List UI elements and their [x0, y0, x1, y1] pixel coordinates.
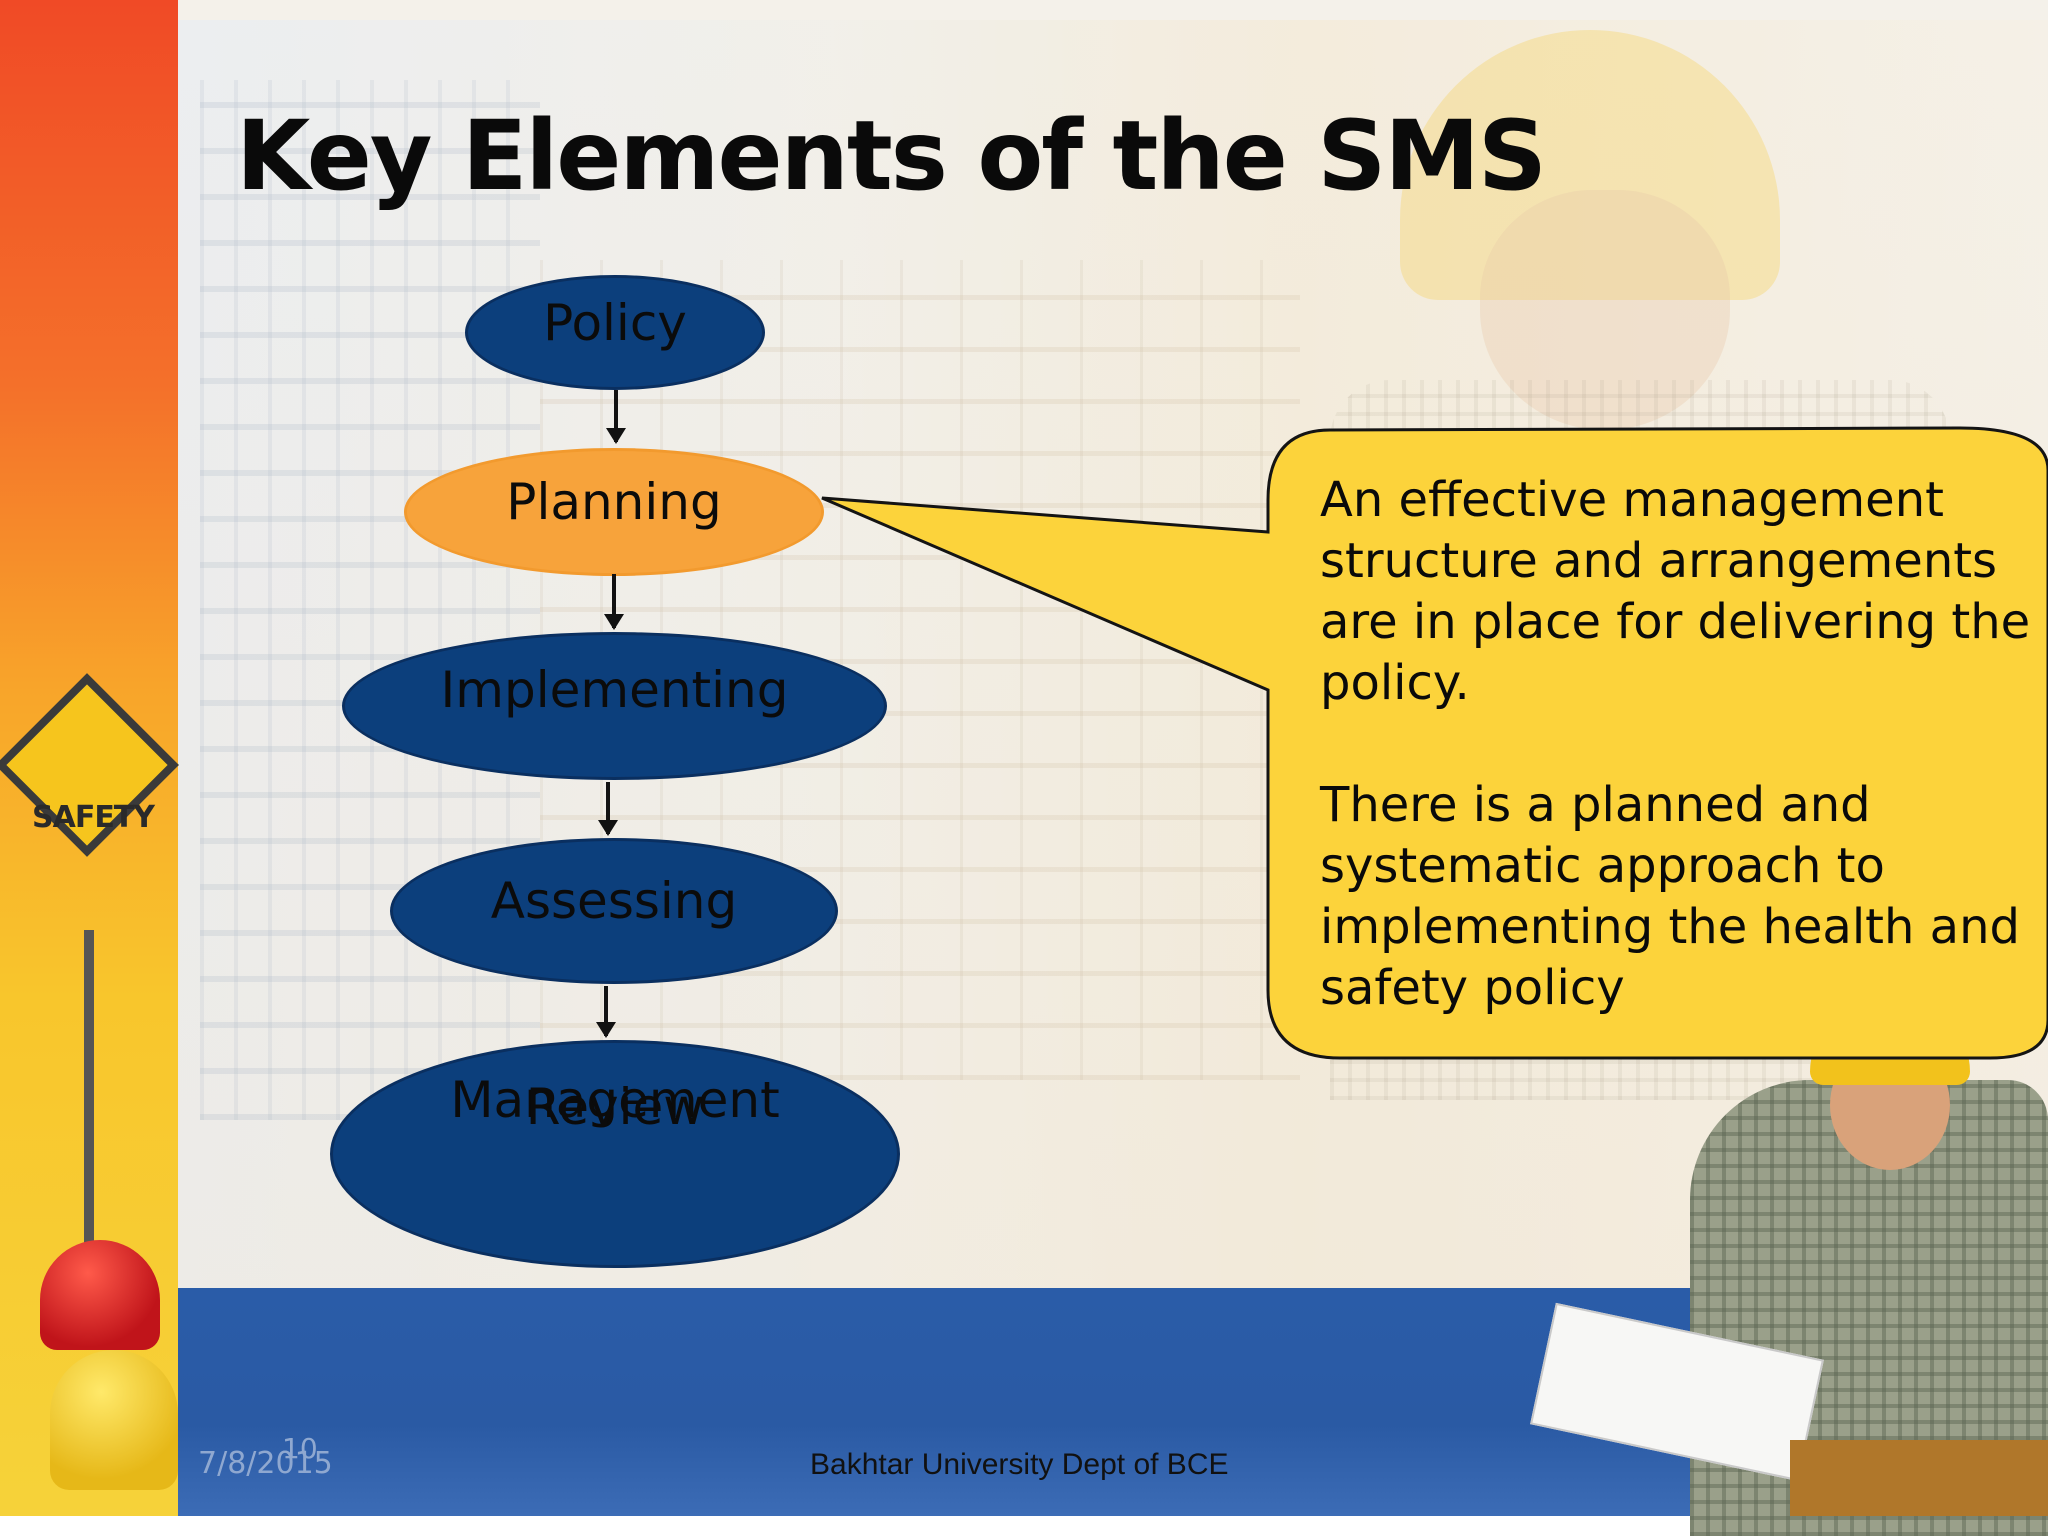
review-line-1: Management — [450, 1070, 780, 1129]
flow-step-label: Planning — [506, 473, 722, 532]
slide-title: Key Elements of the SMS — [236, 100, 1547, 212]
review-line-2: Review — [525, 1078, 705, 1136]
callout-paragraph-1: An effective management structure and ar… — [1320, 472, 2031, 711]
down-arrow-icon — [598, 782, 618, 836]
red-hardhat-icon — [40, 1240, 160, 1350]
background-worker-face — [1480, 190, 1730, 430]
flow-step-label: Policy — [543, 293, 687, 352]
safety-sign-label: SAFETY — [32, 800, 155, 835]
footer-date: 7/8/2015 — [198, 1446, 333, 1481]
yellow-hardhat-icon — [50, 1350, 178, 1490]
flow-step-assessing: Assessing — [390, 838, 838, 984]
footer-edge — [0, 1516, 2048, 1536]
flow-step-label: Implementing — [440, 661, 789, 720]
flow-step-planning: Planning — [404, 448, 824, 576]
flow-step-label: Management Review — [450, 1071, 779, 1137]
tool-belt — [1790, 1440, 2048, 1516]
down-arrow-icon — [604, 574, 624, 630]
safety-sign-pole — [84, 930, 94, 1290]
down-arrow-icon — [596, 986, 616, 1038]
callout-paragraph-2: There is a planned and systematic approa… — [1320, 777, 2020, 1016]
flow-step-implementing: Implementing — [342, 632, 887, 780]
flow-step-management-review: Management Review — [330, 1040, 900, 1268]
footer-institution: Bakhtar University Dept of BCE — [810, 1448, 1229, 1481]
flow-step-label: Assessing — [490, 872, 738, 931]
slide-number: 10 — [282, 1432, 318, 1465]
callout-text: An effective management structure and ar… — [1320, 470, 2040, 1080]
down-arrow-icon — [606, 390, 626, 444]
flow-step-policy: Policy — [465, 275, 765, 390]
